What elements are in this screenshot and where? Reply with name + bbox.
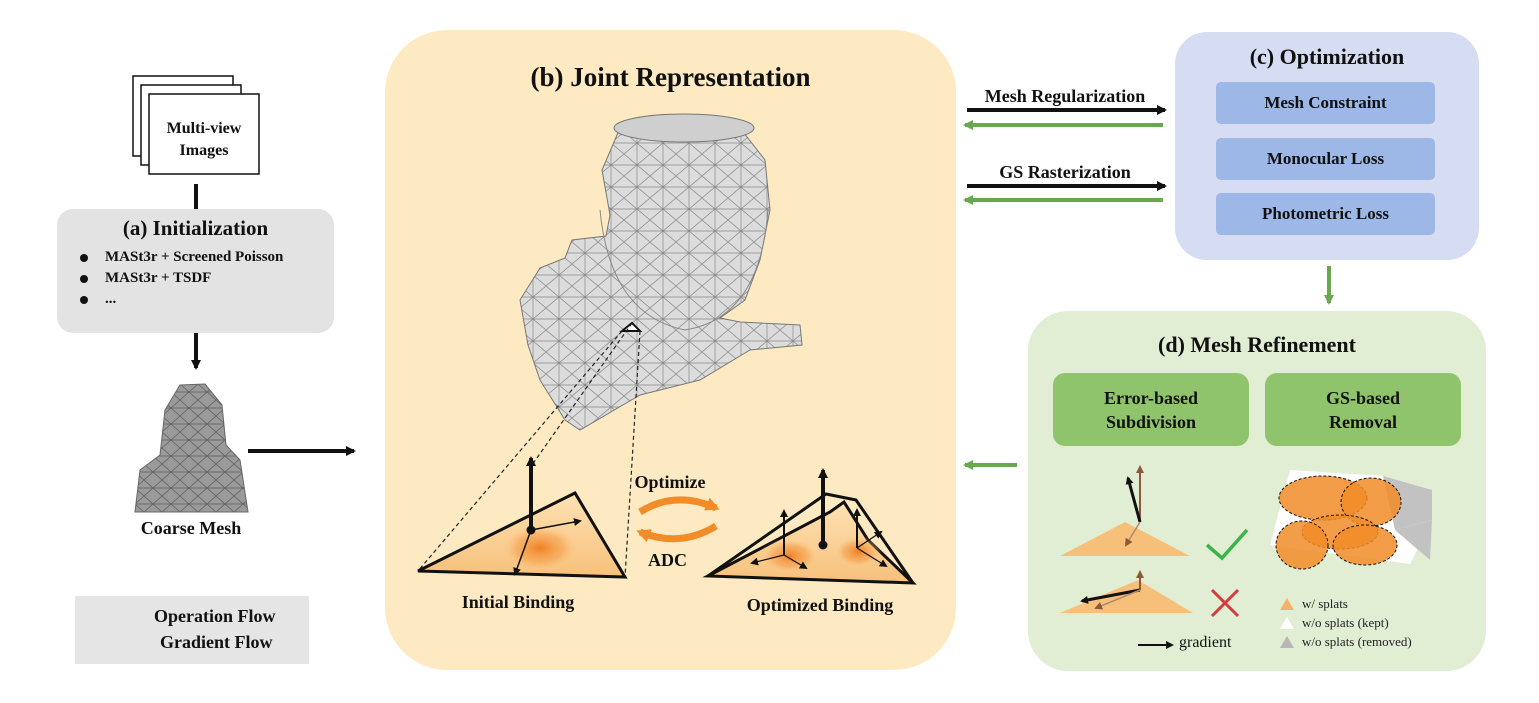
optimization-title: (c) Optimization xyxy=(1249,44,1405,69)
mesh-regularization-label: Mesh Regularization xyxy=(984,86,1146,106)
gradient-legend-label: gradient xyxy=(1179,634,1232,651)
subdivision-illustration xyxy=(1060,465,1193,613)
optimized-binding-label: Optimized Binding xyxy=(746,595,894,615)
initialization-panel xyxy=(57,209,334,333)
vase-mesh-icon xyxy=(519,113,803,431)
joint-representation-title: (b) Joint Representation xyxy=(530,62,811,92)
optimize-label: Optimize xyxy=(634,472,706,492)
legend-with-splats: w/ splats xyxy=(1280,596,1348,612)
legend-without-splats-removed: w/o splats (removed) xyxy=(1280,634,1412,650)
initial-binding-label: Initial Binding xyxy=(461,592,575,612)
cross-icon xyxy=(1210,588,1240,618)
removal-illustration xyxy=(1270,470,1432,570)
mesh-constraint-box: Mesh Constraint xyxy=(1216,82,1435,124)
initialization-title: (a) Initialization xyxy=(122,216,269,240)
initial-binding-triangle xyxy=(417,456,628,579)
legend-without-splats-kept: w/o splats (kept) xyxy=(1280,615,1389,631)
legend-operation-flow: Operation Flow xyxy=(154,606,276,626)
init-item: MASt3r + Screened Poisson xyxy=(80,249,283,266)
legend-gradient-flow: Gradient Flow xyxy=(160,632,273,652)
check-icon xyxy=(1205,528,1249,561)
init-item: MASt3r + TSDF xyxy=(80,270,211,287)
multi-view-images-icon xyxy=(132,75,260,175)
gs-rasterization-label: GS Rasterization xyxy=(999,162,1131,182)
multi-view-images-label: Multi-view Images xyxy=(166,120,242,159)
gs-based-removal-box: GS-based Removal xyxy=(1265,373,1461,446)
adc-label: ADC xyxy=(648,550,687,570)
init-item: ... xyxy=(80,291,116,308)
photometric-loss-box: Photometric Loss xyxy=(1216,193,1435,235)
coarse-mesh-label: Coarse Mesh xyxy=(140,518,242,538)
legend xyxy=(75,596,309,664)
coarse-mesh-icon xyxy=(134,383,249,513)
optimized-binding-triangles xyxy=(702,468,917,585)
error-based-subdivision-box: Error-based Subdivision xyxy=(1053,373,1249,446)
mesh-refinement-title: (d) Mesh Refinement xyxy=(1158,332,1356,357)
monocular-loss-box: Monocular Loss xyxy=(1216,138,1435,180)
